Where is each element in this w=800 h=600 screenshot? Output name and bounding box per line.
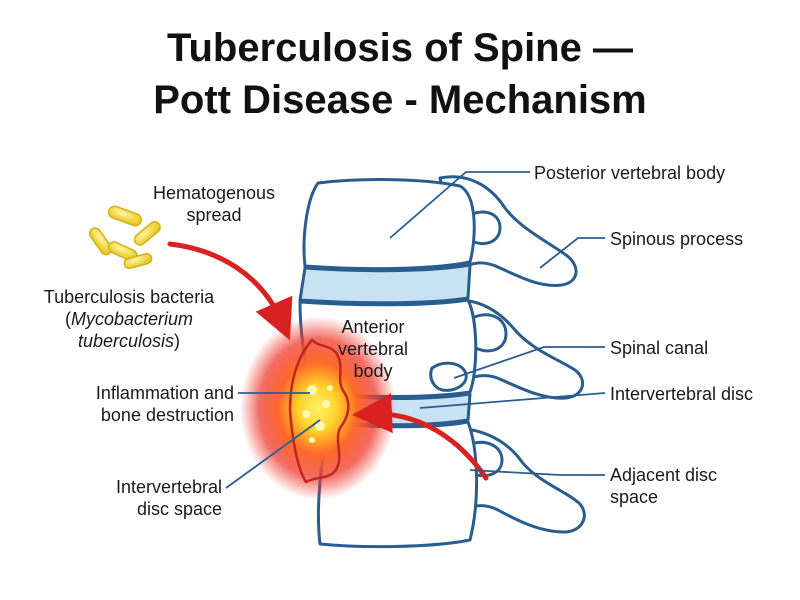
hematogenous-arrow — [167, 241, 293, 341]
page-title-line2: Pott Disease - Mechanism — [153, 78, 647, 122]
leader-lines — [225, 171, 606, 489]
label-bacteria-line1: Tuberculosis bacteria — [43, 287, 215, 307]
leader-spinal-canal — [453, 346, 605, 379]
bacteria-icon — [88, 205, 161, 270]
label-bacteria-species: tuberculosis — [77, 331, 175, 351]
label-inflammation-line2: bone destruction — [100, 405, 234, 425]
label-intervertebral-disc: Intervertebral disc — [610, 384, 754, 404]
label-hematogenous: Hematogenous spread — [138, 182, 290, 226]
label-anterior-line1: Anterior — [341, 317, 405, 337]
leader-intervertebral-disc — [419, 392, 606, 409]
label-inflammation: Inflammation and bone destruction — [30, 382, 234, 426]
label-adjacent: Adjacent disc space — [610, 464, 780, 508]
spinous-process-upper — [438, 175, 578, 287]
leader-posterior — [389, 171, 530, 239]
spinal-canal-shape — [429, 361, 468, 392]
label-bacteria-paren-close: ) — [174, 331, 181, 351]
label-posterior: Posterior vertebral body — [534, 163, 726, 183]
label-bacteria-genus: Mycobacterium — [70, 309, 194, 329]
label-anterior: Anterior vertebral body — [318, 316, 428, 382]
infection-glow — [240, 316, 396, 500]
label-adjacent-line1: Adjacent disc — [610, 465, 718, 485]
page-title-line1: Tuberculosis of Spine — — [167, 26, 633, 70]
label-disc-space-line1: Intervertebral — [115, 477, 222, 497]
label-hematogenous-line1: Hematogenous — [152, 183, 276, 203]
label-bacteria: Tuberculosis bacteria (Mycobacterium tub… — [28, 286, 230, 352]
label-anterior-line3: body — [353, 361, 393, 381]
label-bacteria-paren-open: ( — [64, 309, 71, 329]
label-spinal-canal: Spinal canal — [610, 338, 709, 358]
disc-upper — [298, 263, 472, 305]
label-bacteria-line2: (Mycobacterium — [28, 308, 230, 330]
label-spinous: Spinous process — [610, 229, 744, 249]
infection-spots — [302, 385, 333, 443]
leader-spinous — [539, 237, 605, 269]
vertebral-body-upper — [302, 178, 476, 271]
adjacent-spread-arrow — [352, 393, 489, 481]
label-disc-space: Intervertebral disc space — [60, 476, 222, 520]
label-disc-space-line2: disc space — [136, 499, 222, 519]
leader-disc-space — [225, 419, 321, 489]
label-anterior-line2: vertebral — [337, 339, 409, 359]
label-inflammation-line1: Inflammation and — [95, 383, 234, 403]
label-hematogenous-line2: spread — [186, 205, 242, 225]
label-adjacent-line2: space — [610, 487, 659, 507]
label-bacteria-line3: tuberculosis) — [28, 330, 230, 352]
leader-adjacent — [469, 469, 605, 476]
destroyed-bone-margin — [288, 338, 350, 484]
